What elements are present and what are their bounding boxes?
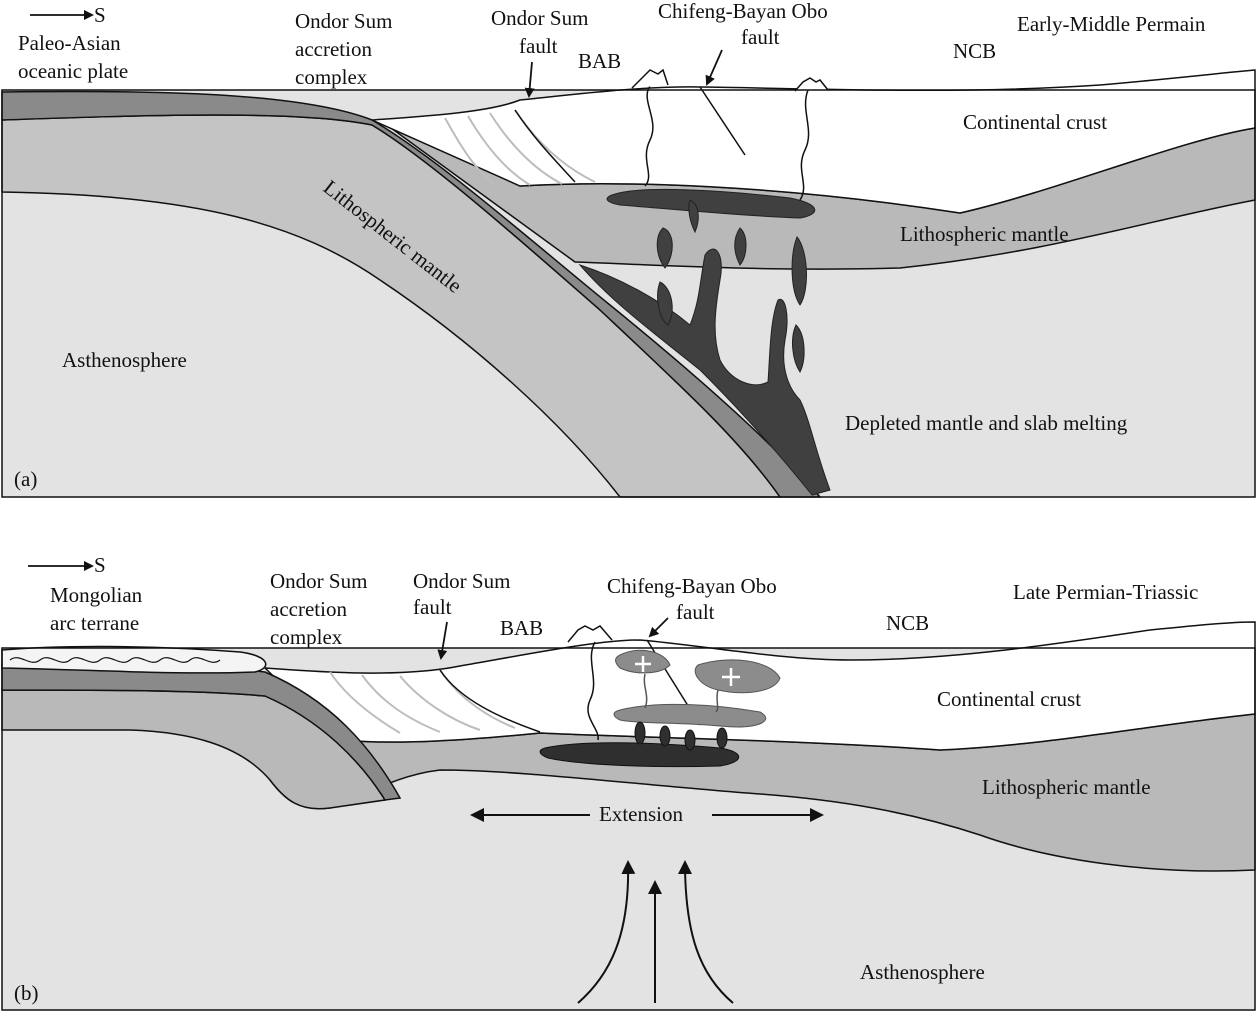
panel-b-fault2-label-2: fault xyxy=(676,600,715,624)
panel-b-extension-label: Extension xyxy=(599,802,683,826)
panel-b-pluton-stems xyxy=(643,673,719,713)
panel-a-bab-label: BAB xyxy=(578,49,621,73)
panel-b-accretion-label-3: complex xyxy=(270,625,343,649)
panel-b-bab-label: BAB xyxy=(500,616,543,640)
panel-a-melt-bodies xyxy=(578,188,831,496)
panel-a-accretion-label-2: accretion xyxy=(295,37,372,61)
panel-b-accretion-label-2: accretion xyxy=(270,597,347,621)
panel-b-fault1-label-2: fault xyxy=(413,595,452,619)
panel-a-frame xyxy=(1,89,1256,498)
panel-a-accretion-label-3: complex xyxy=(295,65,368,89)
panel-b-fault1-arrow xyxy=(437,621,448,660)
panel-b-asthenosphere-label: Asthenosphere xyxy=(860,960,985,984)
panel-a-continental-crust xyxy=(371,69,1256,214)
panel-b-accretion-label-1: Ondor Sum xyxy=(270,569,367,593)
panel-a-panel-label: (a) xyxy=(14,467,37,491)
panel-b-crust-label: Continental crust xyxy=(937,687,1081,711)
panel-b-arc-terrane xyxy=(1,645,267,674)
panel-a-accretion-label-1: Ondor Sum xyxy=(295,9,392,33)
panel-a-crust-label: Continental crust xyxy=(963,110,1107,134)
panel-a-fault2-label-1: Chifeng-Bayan Obo xyxy=(658,0,828,23)
panel-b-volcano xyxy=(567,625,613,643)
panel-a-asthenosphere-label: Asthenosphere xyxy=(62,348,187,372)
panel-a-plate-label-1: Paleo-Asian xyxy=(18,31,121,55)
panel-a-fault2-label-2: fault xyxy=(741,25,780,49)
panel-a-direction-label: S xyxy=(94,3,106,27)
panel-a-fault-lines xyxy=(514,85,810,201)
panel-a-fault1-label-2: fault xyxy=(519,34,558,58)
panel-a-fault1-label-1: Ondor Sum xyxy=(491,6,588,30)
panel-a-volcano-left xyxy=(631,68,669,89)
panel-a-fault1-arrow xyxy=(524,61,535,98)
panel-b-terrane-label-2: arc terrane xyxy=(50,611,139,635)
panel-b-age-label: Late Permian-Triassic xyxy=(1013,580,1198,604)
panel-b-fault2-arrow xyxy=(648,617,669,638)
panel-b-fault2-label-1: Chifeng-Bayan Obo xyxy=(607,574,777,598)
panel-a-age-label: Early-Middle Permain xyxy=(1017,12,1206,36)
panel-a-lith-mantle-label: Lithospheric mantle xyxy=(900,222,1069,246)
panel-a-fault2-arrow xyxy=(705,49,723,86)
panel-b-fault1-label-1: Ondor Sum xyxy=(413,569,510,593)
panel-b-arc-terrane-wave xyxy=(9,657,221,663)
panel-b-lith-mantle-label: Lithospheric mantle xyxy=(982,775,1151,799)
panel-a-ncb-label: NCB xyxy=(953,39,996,63)
panel-a: S Paleo-Asian oceanic plate Ondor Sum ac… xyxy=(1,0,1256,498)
panel-b-ncb-label: NCB xyxy=(886,611,929,635)
panel-a-plate-label-2: oceanic plate xyxy=(18,59,128,83)
panel-b-melt-bodies xyxy=(539,721,740,768)
panel-a-depleted-label: Depleted mantle and slab melting xyxy=(845,411,1128,435)
panel-b-upwelling-arrows xyxy=(577,860,734,1004)
panel-a-volcano-right xyxy=(794,77,829,92)
panel-b-terrane-label-1: Mongolian xyxy=(50,583,143,607)
panel-b-panel-label: (b) xyxy=(14,981,39,1005)
panel-b-direction-label: S xyxy=(94,553,106,577)
panel-b-frame xyxy=(1,647,1256,1011)
panel-b-granite-cross-marks xyxy=(635,656,740,686)
panel-b: S Mongolian arc terrane Ondor Sum accret… xyxy=(1,553,1256,1011)
